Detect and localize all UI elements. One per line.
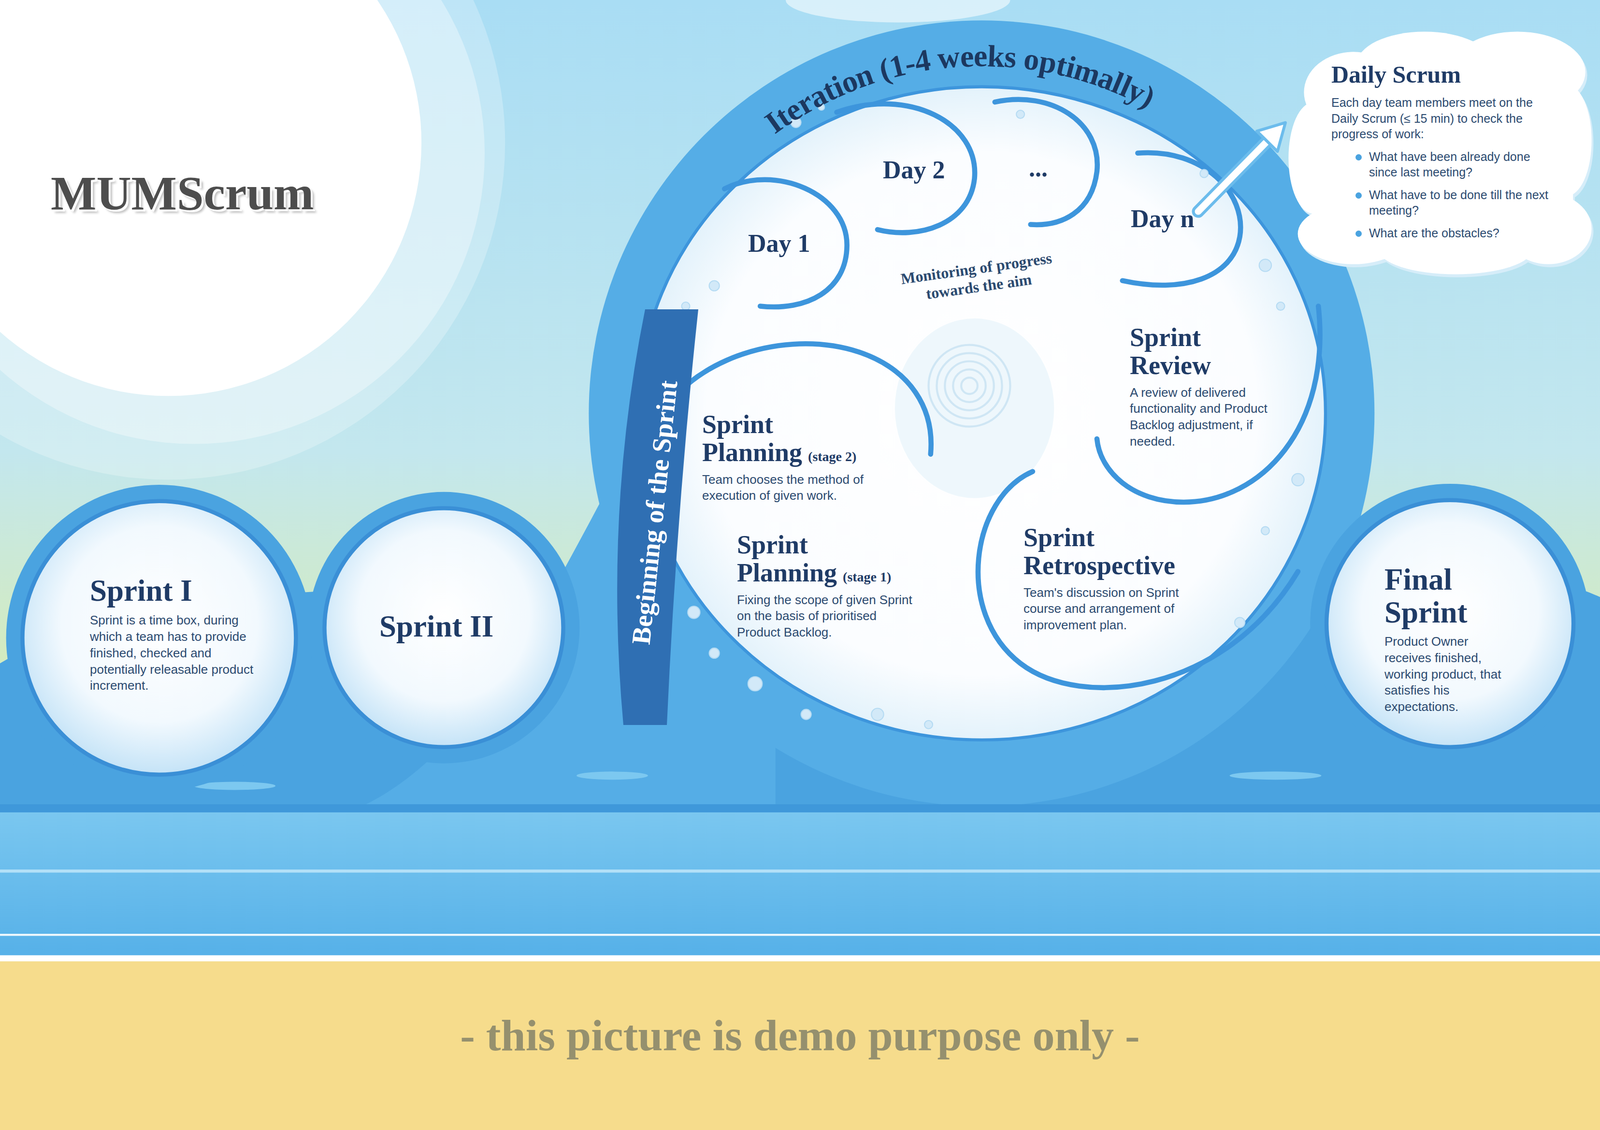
heading-line: Sprint Planning(stage 2) bbox=[702, 410, 886, 467]
bullet-item: What have been already done since last m… bbox=[1354, 148, 1552, 181]
arc-glyph: e bbox=[959, 40, 975, 73]
sprint-planning-curl: Sprint Planning (stage 1) Fixing the scope… bbox=[736, 530, 921, 641]
bullet-item: What have to be done till the next meeti… bbox=[1354, 187, 1552, 219]
stage-note: (stage 1) bbox=[842, 569, 892, 585]
sprint-bubble: Final SprintProduct Owner receives finis… bbox=[1384, 562, 1511, 716]
node-heading: Sprint Planning bbox=[736, 530, 837, 588]
node-description: Sprint is a time box, during which a tea… bbox=[89, 612, 255, 694]
node-description: Team chooses the method of execution of … bbox=[702, 471, 886, 505]
sprint-review-curl: Sprint ReviewA review of delivered funct… bbox=[1129, 323, 1290, 450]
day-label: ... bbox=[1028, 153, 1048, 184]
node-heading: Sprint Review bbox=[1129, 323, 1211, 380]
node-heading: Final Sprint bbox=[1384, 562, 1468, 629]
node-heading: Sprint Retrospective bbox=[1023, 523, 1176, 580]
arc-glyph: s bbox=[1003, 41, 1018, 73]
cloud-heading: Daily Scrum bbox=[1331, 61, 1552, 88]
arc-glyph: e bbox=[973, 40, 988, 72]
watermark: - this picture is demo purpose only - bbox=[48, 1010, 1552, 1060]
bullet-item: What are the obstacles? bbox=[1354, 225, 1552, 242]
arrow-shaft bbox=[1197, 137, 1271, 212]
sprint-bubble: Sprint II bbox=[379, 609, 494, 644]
node-heading: Sprint I bbox=[89, 574, 255, 608]
arc-heading: Iteration (1-4 weeks optimally) bbox=[753, 35, 1169, 144]
day-curl: Day n bbox=[1130, 203, 1195, 234]
stage-note: (stage 2) bbox=[807, 448, 857, 464]
day-label: Day 2 bbox=[882, 155, 946, 186]
day-curl: Day 2 bbox=[882, 155, 946, 186]
node-description: A review of delivered functionality and … bbox=[1129, 384, 1290, 450]
daily-scrum-cloud: Daily ScrumEach day team members meet on… bbox=[1285, 26, 1595, 280]
flow-arrow bbox=[1197, 122, 1286, 212]
arc-glyph: k bbox=[986, 40, 1006, 73]
diagram-title: MUMScrum bbox=[50, 166, 314, 220]
progress-note: Monitoring of progress towards the aim bbox=[874, 245, 1082, 310]
node-heading: Sprint II bbox=[379, 609, 494, 644]
arrow-shaft bbox=[1197, 137, 1271, 212]
cloud-description: Each day team members meet on the Daily … bbox=[1331, 94, 1552, 143]
day-curl: ... bbox=[1028, 153, 1048, 184]
arc-glyph: w bbox=[936, 41, 962, 74]
day-label: Day 1 bbox=[748, 228, 811, 259]
arrow-head bbox=[1256, 122, 1286, 152]
node-description: Fixing the scope of given Sprint on the … bbox=[736, 591, 921, 641]
sprint-bubble: Sprint I Sprint is a time box, during whi… bbox=[89, 574, 255, 694]
sprint-planning-curl: Sprint Planning(stage 2) Team chooses the… bbox=[702, 410, 886, 505]
node-heading: Sprint Planning bbox=[702, 410, 803, 467]
node-description: Team's discussion on Sprint course and a… bbox=[1023, 584, 1198, 634]
day-label: Day n bbox=[1130, 203, 1195, 234]
node-description: Product Owner receives finished, working… bbox=[1384, 633, 1511, 716]
heading-line: Sprint Planning (stage 1) bbox=[736, 530, 921, 588]
day-curl: Day 1 bbox=[748, 228, 811, 259]
sprint-retrospective-curl: Sprint RetrospectiveTeam's discussion on… bbox=[1023, 523, 1198, 634]
iteration-circle: Iteration (1-4 weeks optimally)Monitorin… bbox=[637, 86, 1327, 740]
sprint-start-label: Beginning of the Sprint bbox=[626, 378, 684, 646]
